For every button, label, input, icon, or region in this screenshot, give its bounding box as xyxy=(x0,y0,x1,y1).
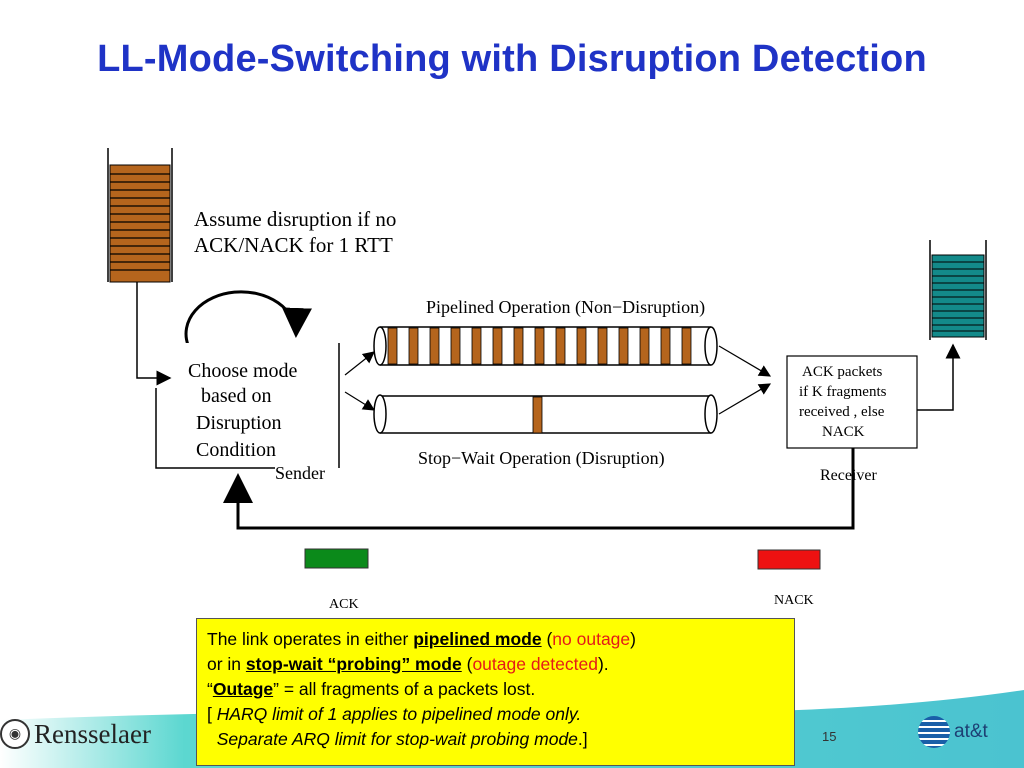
stopwait-pipe xyxy=(373,394,718,434)
note-line-2: or in stop-wait “probing” mode (outage d… xyxy=(207,654,609,674)
receiver-label: Receiver xyxy=(820,467,878,484)
to-pipeline-arrow xyxy=(344,351,375,376)
sender-label: Sender xyxy=(275,463,325,483)
ack-label: ACK xyxy=(329,597,359,612)
sender-buffer xyxy=(107,148,173,283)
chooser-box xyxy=(155,343,340,469)
stopwait-label: Stop−Wait Operation (Disruption) xyxy=(418,448,665,469)
att-logo: at&t xyxy=(918,716,988,748)
ack-box-line-1: ACK packets xyxy=(802,364,883,380)
ack-bar xyxy=(304,548,369,569)
buffer-to-chooser-arrow xyxy=(136,282,172,386)
choose-line-2: based on xyxy=(201,385,272,407)
ack-box-line-3: received , else xyxy=(799,404,885,420)
att-wordmark: at&t xyxy=(954,721,988,742)
choose-line-3: Disruption xyxy=(196,412,282,434)
page-number: 15 xyxy=(822,729,837,744)
slide-title: LL-Mode-Switching with Disruption Detect… xyxy=(97,38,927,80)
choose-line-4: Condition xyxy=(196,439,276,461)
note-line-4: [ HARQ limit of 1 applies to pipelined m… xyxy=(207,704,582,724)
note-box: The link operates in either pipelined mo… xyxy=(196,618,795,766)
rensselaer-seal-icon: ◉ xyxy=(0,719,30,749)
feedback-arrow xyxy=(223,448,855,530)
receiver-buffer xyxy=(929,240,987,340)
note-line-1: The link operates in either pipelined mo… xyxy=(207,629,636,649)
rensselaer-logo: ◉ Rensselaer xyxy=(0,714,151,754)
choose-line-1: Choose mode xyxy=(188,360,298,382)
nack-bar xyxy=(757,549,821,570)
att-globe-icon xyxy=(918,716,950,748)
ack-box-line-4: NACK xyxy=(822,424,865,440)
assume-line-2: ACK/NACK for 1 RTT xyxy=(194,233,393,257)
receiver-to-buffer-arrow xyxy=(917,343,961,411)
pipelined-label: Pipelined Operation (Non−Disruption) xyxy=(426,297,705,318)
mode-switching-diagram: Assume disruption if no ACK/NACK for 1 R… xyxy=(107,148,987,612)
loop-arrow xyxy=(184,290,312,346)
ack-box-line-2: if K fragments xyxy=(799,384,887,400)
rensselaer-wordmark: Rensselaer xyxy=(34,718,151,749)
note-line-3: “Outage” = all fragments of a packets lo… xyxy=(207,679,536,699)
to-stopwait-arrow xyxy=(344,391,376,411)
nack-label: NACK xyxy=(774,593,814,608)
stopwait-to-receiver-arrow xyxy=(718,383,772,415)
pipelined-pipe xyxy=(373,326,718,366)
assume-line-1: Assume disruption if no xyxy=(194,207,396,231)
note-line-5: Separate ARQ limit for stop-wait probing… xyxy=(216,729,588,749)
pipeline-to-receiver-arrow xyxy=(718,345,772,377)
